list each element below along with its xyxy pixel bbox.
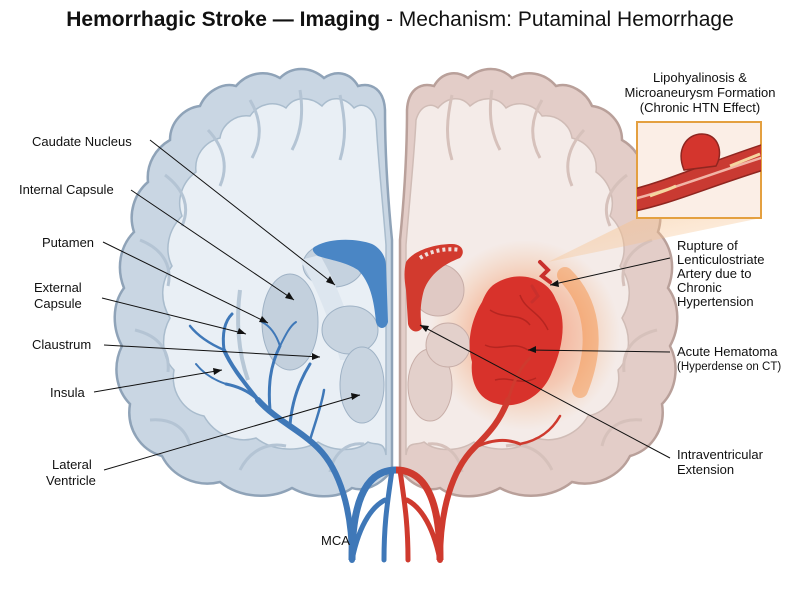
page-title: Hemorrhagic Stroke — Imaging - Mechanism… xyxy=(0,8,800,32)
inset-vessel-wall xyxy=(637,156,761,200)
mca-arch-blue xyxy=(348,466,397,561)
label-lateral-ventricle-2: Ventricle xyxy=(46,473,96,488)
cortical-glow xyxy=(557,267,599,398)
left-hemisphere xyxy=(113,67,395,563)
label-hematoma-1: Acute Hematoma xyxy=(677,344,778,359)
label-claustrum: Claustrum xyxy=(32,337,91,352)
inset-microaneurysm xyxy=(680,133,721,171)
ventricle-rim xyxy=(418,247,461,260)
label-rupture-2: Lenticulostriate xyxy=(677,252,764,267)
hematoma-texture xyxy=(484,294,549,382)
left-lateral-ventricle xyxy=(312,239,388,328)
left-thalamus xyxy=(321,305,379,355)
rupture-mark-lower xyxy=(530,284,540,304)
label-rupture-3: Artery due to xyxy=(677,266,751,281)
label-insula: Insula xyxy=(50,385,85,400)
label-rupture-5: Hypertension xyxy=(677,294,754,309)
label-inset-title-1: Lipohyalinosis & xyxy=(653,70,747,85)
label-caudate-nucleus: Caudate Nucleus xyxy=(32,134,132,149)
label-external-capsule-2: Capsule xyxy=(34,296,82,311)
label-mca: MCA xyxy=(321,533,350,548)
title-bold: Hemorrhagic Stroke — Imaging xyxy=(66,8,381,31)
label-external-capsule-1: External xyxy=(34,280,82,295)
title-rest: - Mechanism: Putaminal Hemorrhage xyxy=(380,8,734,31)
label-inset-title-3: (Chronic HTN Effect) xyxy=(640,100,760,115)
acute-hematoma xyxy=(469,276,563,406)
label-rupture-4: Chronic xyxy=(677,280,722,295)
leader-lines-right xyxy=(419,257,671,459)
label-hematoma-2: (Hyperdense on CT) xyxy=(677,361,781,373)
mca-arch-red xyxy=(395,466,444,561)
label-ive-1: Intraventricular xyxy=(677,447,764,462)
label-inset-title-2: Microaneurysm Formation xyxy=(625,85,776,100)
left-vessels xyxy=(188,312,395,563)
label-lateral-ventricle-1: Lateral xyxy=(52,457,92,472)
right-nucleus xyxy=(425,322,471,368)
right-lateral-ventricle xyxy=(404,244,463,332)
left-deep-nucleus xyxy=(339,346,385,424)
label-ive-2: Extension xyxy=(677,462,734,477)
leader-arrowheads-right xyxy=(420,280,559,353)
inset-panel xyxy=(636,121,762,219)
inset-lipohyalinosis xyxy=(649,152,761,198)
label-internal-capsule: Internal Capsule xyxy=(19,182,114,197)
label-rupture-1: Rupture of xyxy=(677,238,738,253)
right-sulci xyxy=(427,89,658,473)
rupture-mark-upper xyxy=(538,260,552,284)
label-putamen: Putamen xyxy=(42,235,94,250)
left-sulci xyxy=(134,89,365,473)
leader-arrowheads-left xyxy=(213,276,360,400)
right-hemisphere xyxy=(397,67,679,563)
leader-lines-left xyxy=(93,139,361,471)
left-claustrum-strip xyxy=(236,289,250,381)
inset-beam xyxy=(548,218,761,262)
